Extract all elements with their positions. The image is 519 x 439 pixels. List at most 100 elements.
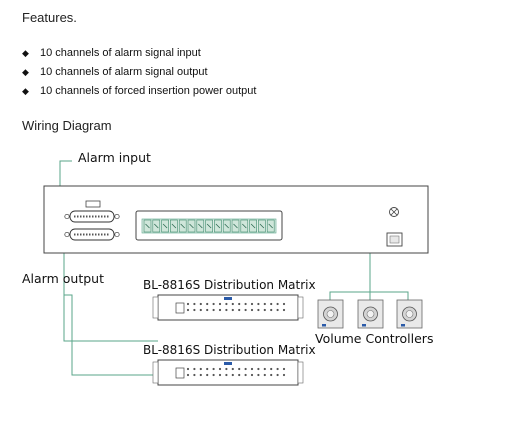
alarm-input-connector	[64, 210, 120, 223]
terminal-screw-slot	[259, 223, 265, 229]
matrix-led	[225, 367, 228, 371]
volume-controller	[357, 299, 384, 329]
matrix-led	[225, 373, 228, 377]
matrix-led	[257, 308, 260, 312]
diamond-icon: ◆	[22, 86, 29, 96]
matrix-led	[199, 308, 202, 312]
terminal-screw-slot	[233, 223, 238, 229]
power-button	[386, 232, 403, 247]
matrix-led	[193, 308, 196, 312]
matrix-led	[257, 302, 260, 306]
matrix-led	[238, 373, 241, 377]
matrix-led	[244, 367, 247, 371]
feature-item-text: 10 channels of alarm signal output	[40, 66, 208, 78]
matrix-led	[276, 373, 279, 377]
volume-controller	[317, 299, 344, 329]
matrix-led	[212, 302, 215, 306]
matrix-led	[270, 373, 273, 377]
matrix-led	[238, 367, 241, 371]
matrix-led	[257, 367, 260, 371]
terminal-screw-slot	[162, 223, 168, 229]
main-unit	[43, 185, 429, 254]
volume-controllers-label: Volume Controllers	[315, 331, 433, 346]
matrix-led	[193, 367, 196, 371]
matrix-led	[218, 302, 222, 306]
alarm-output-wire-branch	[64, 294, 158, 376]
feature-item: ◆ 10 channels of forced insertion power …	[22, 82, 256, 101]
wiring-diagram-title: Wiring Diagram	[22, 118, 112, 133]
terminal-screw-slot	[250, 223, 256, 229]
matrix-led	[225, 308, 228, 312]
matrix-led	[250, 308, 254, 312]
matrix-led	[276, 302, 279, 306]
matrix-led	[212, 367, 215, 371]
matrix-led	[263, 308, 266, 312]
matrix-1-label: BL-8816S Distribution Matrix	[143, 278, 316, 292]
matrix-led	[244, 308, 247, 312]
matrix-led	[199, 373, 202, 377]
matrix-led	[199, 302, 202, 306]
matrix-led	[238, 302, 241, 306]
diamond-icon: ◆	[22, 67, 29, 77]
matrix-led	[186, 308, 190, 312]
power-indicator-icon	[389, 207, 399, 217]
matrix-led	[206, 308, 209, 312]
terminal-screw-slot	[145, 223, 150, 229]
matrix-led	[212, 308, 215, 312]
alarm-input-label: Alarm input	[78, 150, 151, 165]
terminal-screw-slot	[224, 223, 229, 229]
matrix-led	[231, 302, 234, 306]
matrix-led	[250, 373, 254, 377]
matrix-led	[206, 373, 209, 377]
distribution-matrix-1	[152, 294, 304, 321]
matrix-led	[186, 373, 190, 377]
db9-connector	[85, 200, 101, 208]
feature-item: ◆ 10 channels of alarm signal output	[22, 63, 256, 82]
matrix-led	[282, 308, 286, 312]
volume-controllers	[317, 299, 423, 329]
matrix-led	[206, 367, 209, 371]
volume-controller	[396, 299, 423, 329]
features-list: ◆ 10 channels of alarm signal input ◆ 10…	[22, 44, 256, 101]
matrix-led	[186, 302, 190, 306]
distribution-matrix-2	[152, 359, 304, 386]
alarm-output-label: Alarm output	[22, 271, 104, 286]
controller-link-wire	[329, 291, 409, 300]
terminal-screw-slot	[242, 223, 247, 229]
matrix-led	[199, 367, 202, 371]
matrix-led	[263, 373, 266, 377]
matrix-led	[270, 367, 273, 371]
matrix-led	[231, 373, 234, 377]
matrix-led	[231, 367, 234, 371]
feature-item: ◆ 10 channels of alarm signal input	[22, 44, 256, 63]
terminal-screw-slot	[268, 223, 273, 229]
matrix-led	[193, 302, 196, 306]
matrix-led	[193, 373, 196, 377]
matrix-led	[276, 308, 279, 312]
matrix-led	[225, 302, 228, 306]
matrix-led	[244, 373, 247, 377]
matrix-led	[206, 302, 209, 306]
feature-item-text: 10 channels of forced insertion power ou…	[40, 85, 257, 97]
matrix-led	[263, 302, 266, 306]
terminal-screw-slot	[206, 223, 212, 229]
terminal-screw-slot	[154, 223, 159, 229]
matrix-led	[270, 302, 273, 306]
feature-item-text: 10 channels of alarm signal input	[40, 47, 201, 59]
matrix-led	[218, 308, 222, 312]
matrix-led	[244, 302, 247, 306]
matrix-led	[282, 302, 286, 306]
matrix-led	[238, 308, 241, 312]
matrix-led	[218, 373, 222, 377]
matrix-led	[282, 373, 286, 377]
terminal-screw-slot	[171, 223, 177, 229]
matrix-led	[250, 367, 254, 371]
matrix-led	[282, 367, 286, 371]
matrix-led	[231, 308, 234, 312]
matrix-led	[263, 367, 266, 371]
matrix-led	[212, 373, 215, 377]
matrix-led	[218, 367, 222, 371]
diamond-icon: ◆	[22, 48, 29, 58]
terminal-screw-slot	[198, 223, 203, 229]
terminal-screw-slot	[180, 223, 185, 229]
